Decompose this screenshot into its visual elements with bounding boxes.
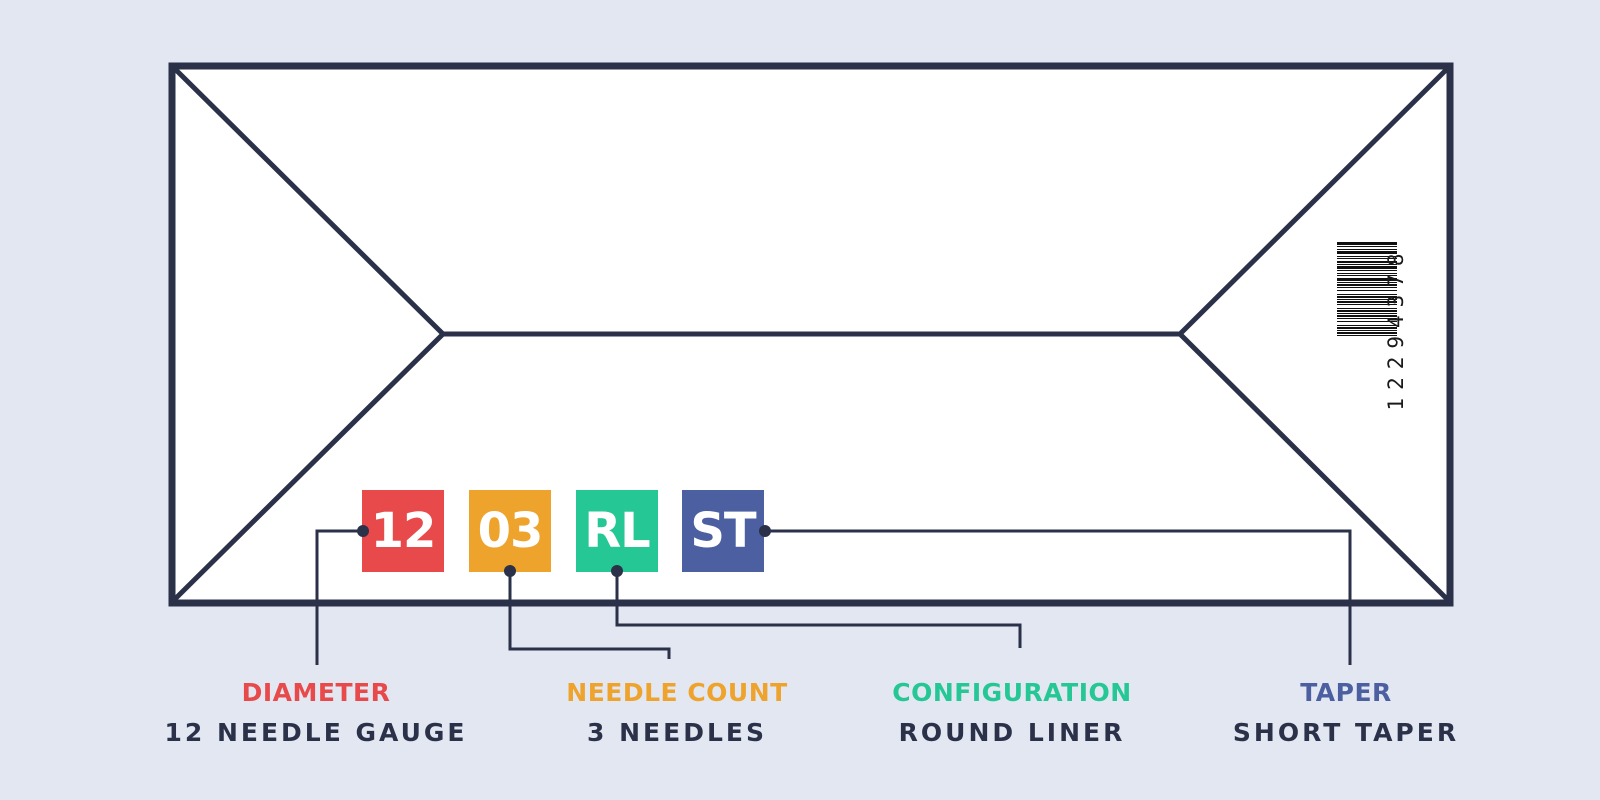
barcode-bar	[1337, 304, 1397, 305]
barcode-bar	[1337, 258, 1397, 259]
label-taper-title: TAPER	[1300, 678, 1392, 707]
barcode-bar	[1337, 282, 1397, 283]
label-needle-count: NEEDLE COUNT 3 NEEDLES	[507, 678, 847, 748]
barcode-bar	[1337, 310, 1397, 312]
label-configuration-title: CONFIGURATION	[892, 678, 1132, 707]
barcode-bar	[1337, 264, 1397, 265]
label-needle-count-title: NEEDLE COUNT	[566, 678, 788, 707]
barcode	[1337, 242, 1397, 336]
barcode-number: 12294378	[1384, 245, 1408, 411]
needle-count-code-badge: 03	[469, 490, 551, 572]
label-diameter-title: DIAMETER	[241, 678, 391, 707]
label-configuration-value: ROUND LINER	[898, 718, 1126, 747]
barcode-bar	[1337, 251, 1397, 254]
barcode-bar	[1337, 249, 1397, 250]
configuration-code-badge: RL	[576, 490, 658, 572]
barcode-bar	[1337, 321, 1397, 322]
connector-diameter	[315, 529, 362, 665]
barcode-bar	[1337, 278, 1397, 281]
barcode-bar	[1337, 273, 1397, 274]
label-taper: TAPER SHORT TAPER	[1176, 678, 1516, 748]
barcode-bar	[1337, 287, 1397, 288]
barcode-bar	[1337, 270, 1397, 271]
barcode-bar	[1337, 327, 1397, 329]
barcode-bar	[1337, 242, 1397, 245]
barcode-bar	[1337, 256, 1397, 257]
barcode-bar	[1337, 266, 1397, 269]
barcode-bar	[1337, 313, 1397, 314]
barcode-bar	[1337, 261, 1397, 263]
connector-configuration	[615, 571, 1022, 648]
barcode-bar	[1337, 296, 1397, 298]
barcode-bar	[1337, 335, 1397, 336]
barcode-bar	[1337, 330, 1397, 331]
barcode-bar	[1337, 275, 1397, 276]
barcode-bar	[1337, 294, 1397, 295]
barcode-bar	[1337, 325, 1397, 326]
barcode-bar	[1337, 246, 1397, 247]
barcode-bar	[1337, 308, 1397, 309]
label-configuration: CONFIGURATION ROUND LINER	[842, 678, 1182, 748]
barcode-bar	[1337, 290, 1397, 291]
label-diameter-value: 12 NEEDLE GAUGE	[164, 718, 468, 747]
label-needle-count-value: 3 NEEDLES	[587, 718, 767, 747]
barcode-bar	[1337, 318, 1397, 319]
taper-code-badge: ST	[682, 490, 764, 572]
connector-needle-count	[508, 571, 671, 659]
connector-taper	[766, 529, 1352, 665]
diameter-code-badge: 12	[362, 490, 444, 572]
barcode-bar	[1337, 332, 1397, 334]
label-taper-value: SHORT TAPER	[1232, 718, 1460, 747]
barcode-bar	[1337, 315, 1397, 317]
barcode-bar	[1337, 299, 1397, 300]
barcode-bar	[1337, 284, 1397, 286]
label-diameter: DIAMETER 12 NEEDLE GAUGE	[146, 678, 486, 748]
barcode-bar	[1337, 301, 1397, 303]
